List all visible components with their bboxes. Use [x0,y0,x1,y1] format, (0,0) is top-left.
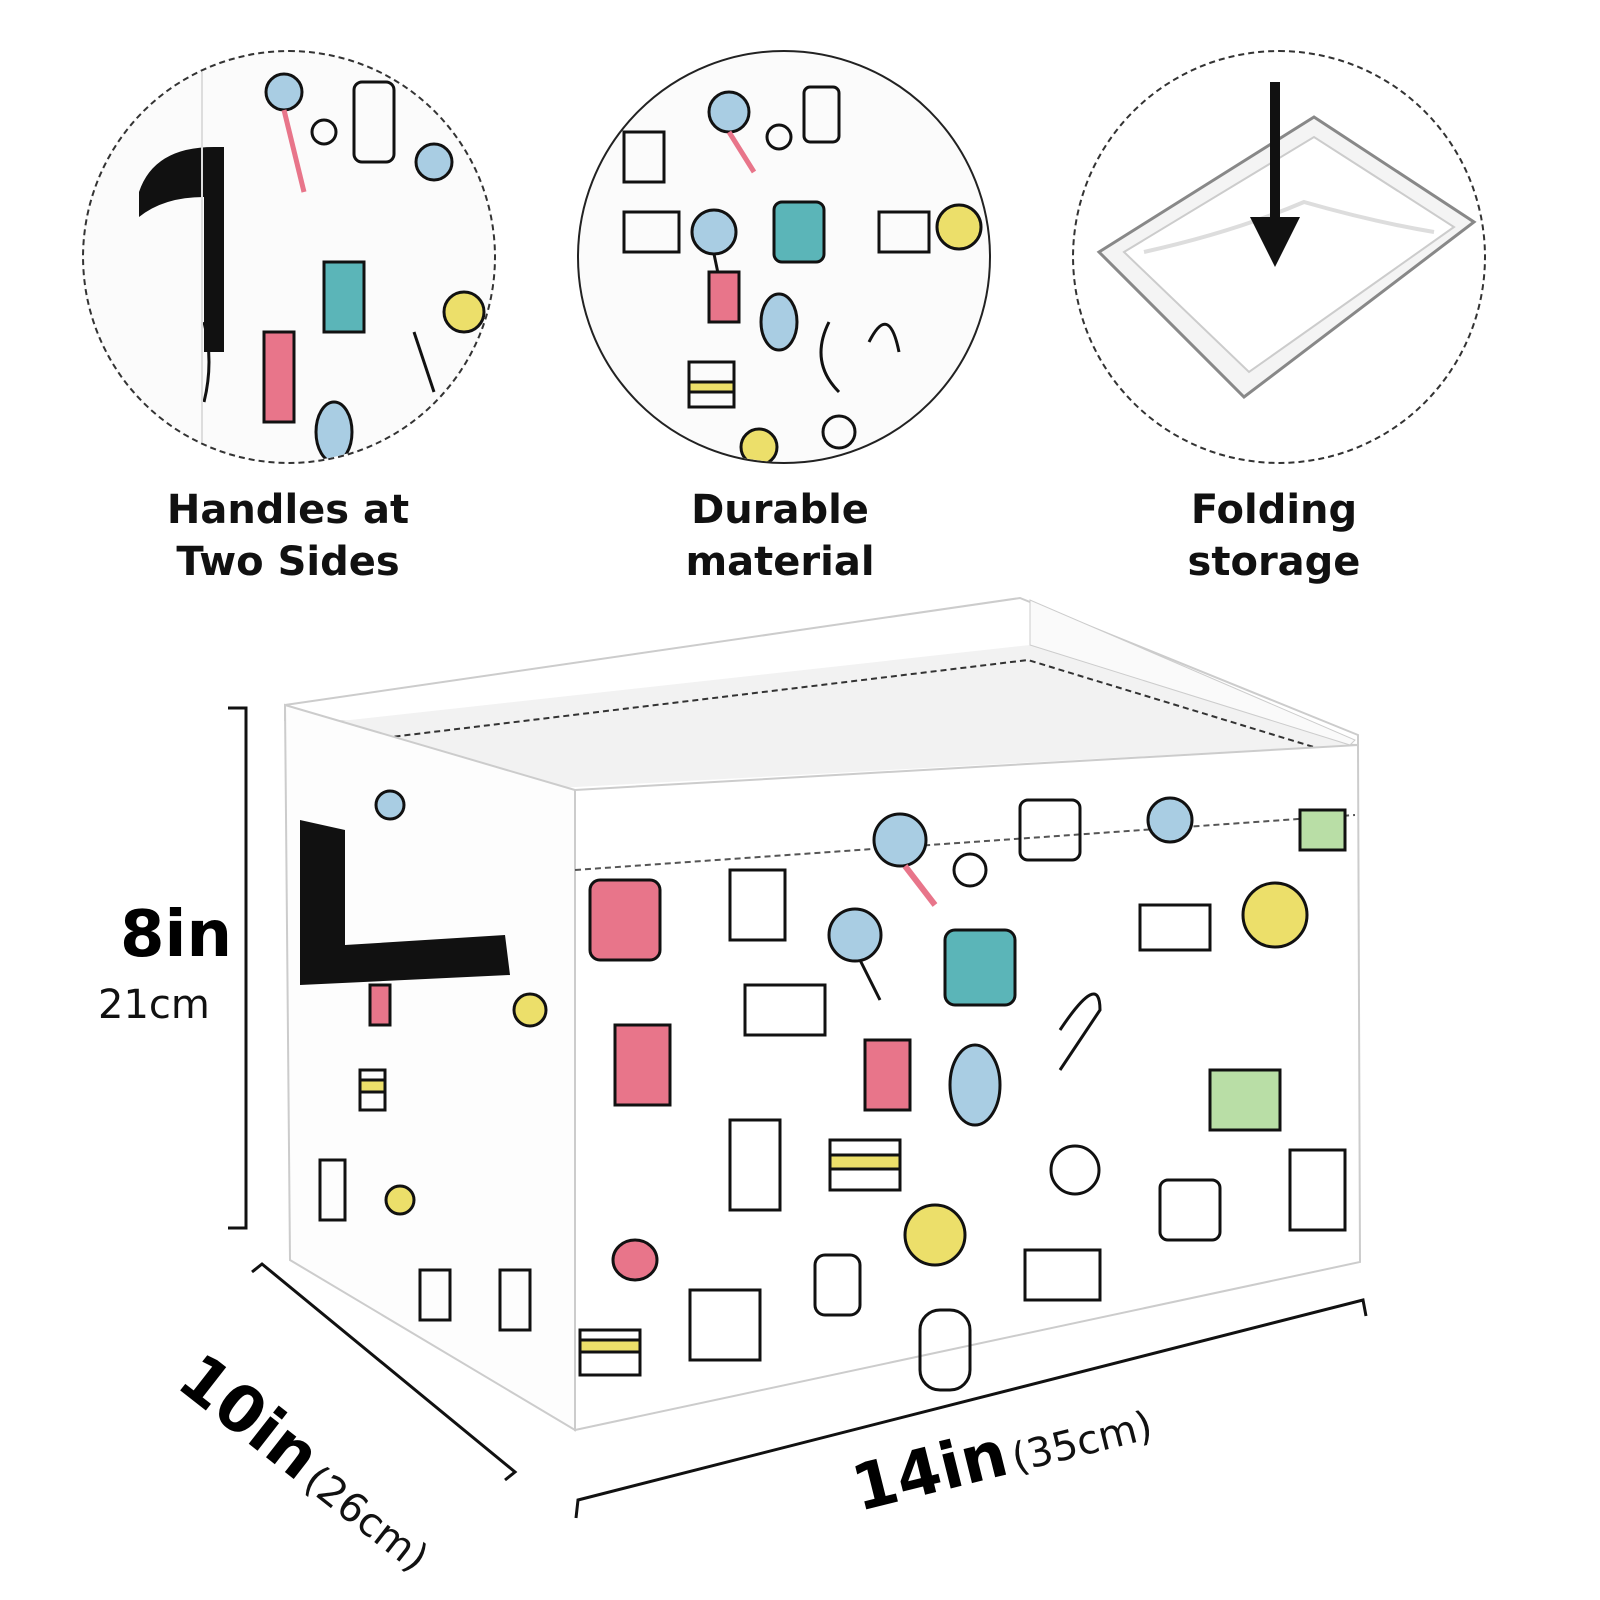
down-arrow-icon [1270,82,1280,232]
handle-strap [139,147,224,352]
material-closeup-image [577,50,991,464]
handles-closeup-image [82,50,496,464]
feature-line: material [685,539,875,585]
feature-line: Durable [691,487,869,533]
feature-label-handles: Handles at Two Sides [128,484,448,588]
height-cm: 21cm [98,982,210,1028]
feature-line: storage [1187,539,1361,585]
feature-label-folding: Folding storage [1114,484,1434,588]
feature-line: Folding [1190,487,1358,533]
folding-closeup-image [1072,50,1486,464]
height-inches: 8in [120,898,233,972]
dimension-lines [228,706,1368,1519]
feature-label-material: Durable material [620,484,940,588]
feature-line: Handles at [166,487,410,533]
feature-line: Two Sides [176,539,400,585]
side-handle [300,820,510,985]
